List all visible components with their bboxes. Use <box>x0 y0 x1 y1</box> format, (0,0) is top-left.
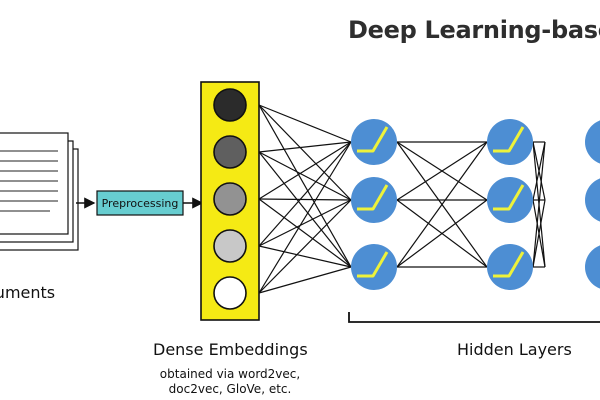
hidden-neuron-l1-n1 <box>351 119 397 165</box>
documents-stack-icon <box>0 132 79 251</box>
hidden-neuron-l2-n3 <box>487 244 533 290</box>
activation-icon <box>493 251 525 278</box>
activation-icon <box>357 126 389 153</box>
embedding-cell-1 <box>213 88 247 122</box>
network-connections <box>258 104 546 294</box>
documents-label: cuments <box>0 283 56 302</box>
hidden-neurons <box>351 119 600 290</box>
embeddings-note: obtained via word2vec, doc2vec, GloVe, e… <box>159 367 301 396</box>
preprocessing-box: Preprocessing <box>96 190 184 216</box>
activation-icon <box>493 184 525 211</box>
hidden-neuron-l1-n2 <box>351 177 397 223</box>
activation-icon <box>357 184 389 211</box>
hidden-neuron-l2-n1 <box>487 119 533 165</box>
hidden-neuron-partial <box>585 178 600 222</box>
page-title: Deep Learning-base <box>348 16 600 44</box>
hidden-layers-bracket <box>348 312 600 323</box>
hidden-neuron-partial <box>585 245 600 289</box>
embedding-cell-2 <box>213 135 247 169</box>
activation-icon <box>357 251 389 278</box>
activation-icon <box>493 126 525 153</box>
hidden-neuron-l1-n3 <box>351 244 397 290</box>
hidden-neuron-partial <box>585 120 600 164</box>
preprocessing-label: Preprocessing <box>102 197 179 210</box>
dense-embeddings-label: Dense Embeddings <box>153 340 308 359</box>
embedding-cell-4 <box>213 229 247 263</box>
embedding-cell-3 <box>213 182 247 216</box>
hidden-layers-label: Hidden Layers <box>457 340 572 359</box>
embedding-vector <box>200 81 260 321</box>
embedding-cell-5 <box>213 276 247 310</box>
hidden-neuron-l2-n2 <box>487 177 533 223</box>
